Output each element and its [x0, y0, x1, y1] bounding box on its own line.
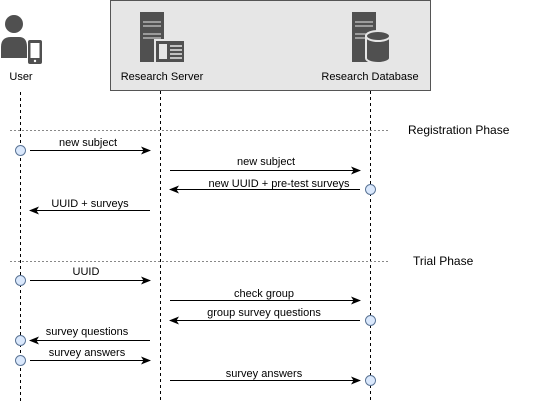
server-icon [140, 12, 186, 64]
phase-label-trial: Trial Phase [413, 254, 474, 268]
activation-marker [15, 275, 26, 286]
actor-label-user: User [9, 71, 33, 83]
message-arrow: check group [170, 288, 361, 305]
activation-marker [15, 335, 26, 346]
message-label: check group [234, 288, 294, 300]
message-label: group survey questions [207, 307, 321, 319]
activation-marker [365, 184, 376, 195]
message-label: new UUID + pre-test surveys [209, 178, 350, 190]
message-label: new subject [59, 137, 117, 149]
message-arrow: new subject [170, 156, 361, 175]
actor-label-database: Research Database [321, 71, 418, 83]
actor-label-server: Research Server [121, 71, 204, 83]
database-server-icon [352, 12, 391, 64]
message-arrow: UUID + surveys [29, 198, 150, 215]
message-arrow: new UUID + pre-test surveys [169, 178, 360, 194]
activation-marker [365, 375, 376, 386]
activation-marker [365, 315, 376, 326]
message-label: UUID + surveys [51, 198, 129, 210]
message-label: survey answers [226, 368, 303, 380]
phase-label-registration: Registration Phase [408, 123, 510, 137]
message-arrow: survey questions [29, 326, 150, 345]
activation-marker [15, 145, 26, 156]
message-label: survey questions [46, 326, 129, 338]
message-arrow: UUID [30, 266, 151, 285]
message-label: UUID [73, 266, 100, 278]
message-arrow: group survey questions [169, 307, 360, 325]
message-arrow: survey answers [170, 368, 361, 385]
message-arrow: survey answers [30, 347, 151, 365]
message-arrow: new subject [30, 137, 151, 155]
user-with-phone-icon [1, 15, 42, 64]
activation-marker [15, 355, 26, 366]
message-label: survey answers [49, 347, 126, 359]
message-label: new subject [237, 156, 295, 168]
